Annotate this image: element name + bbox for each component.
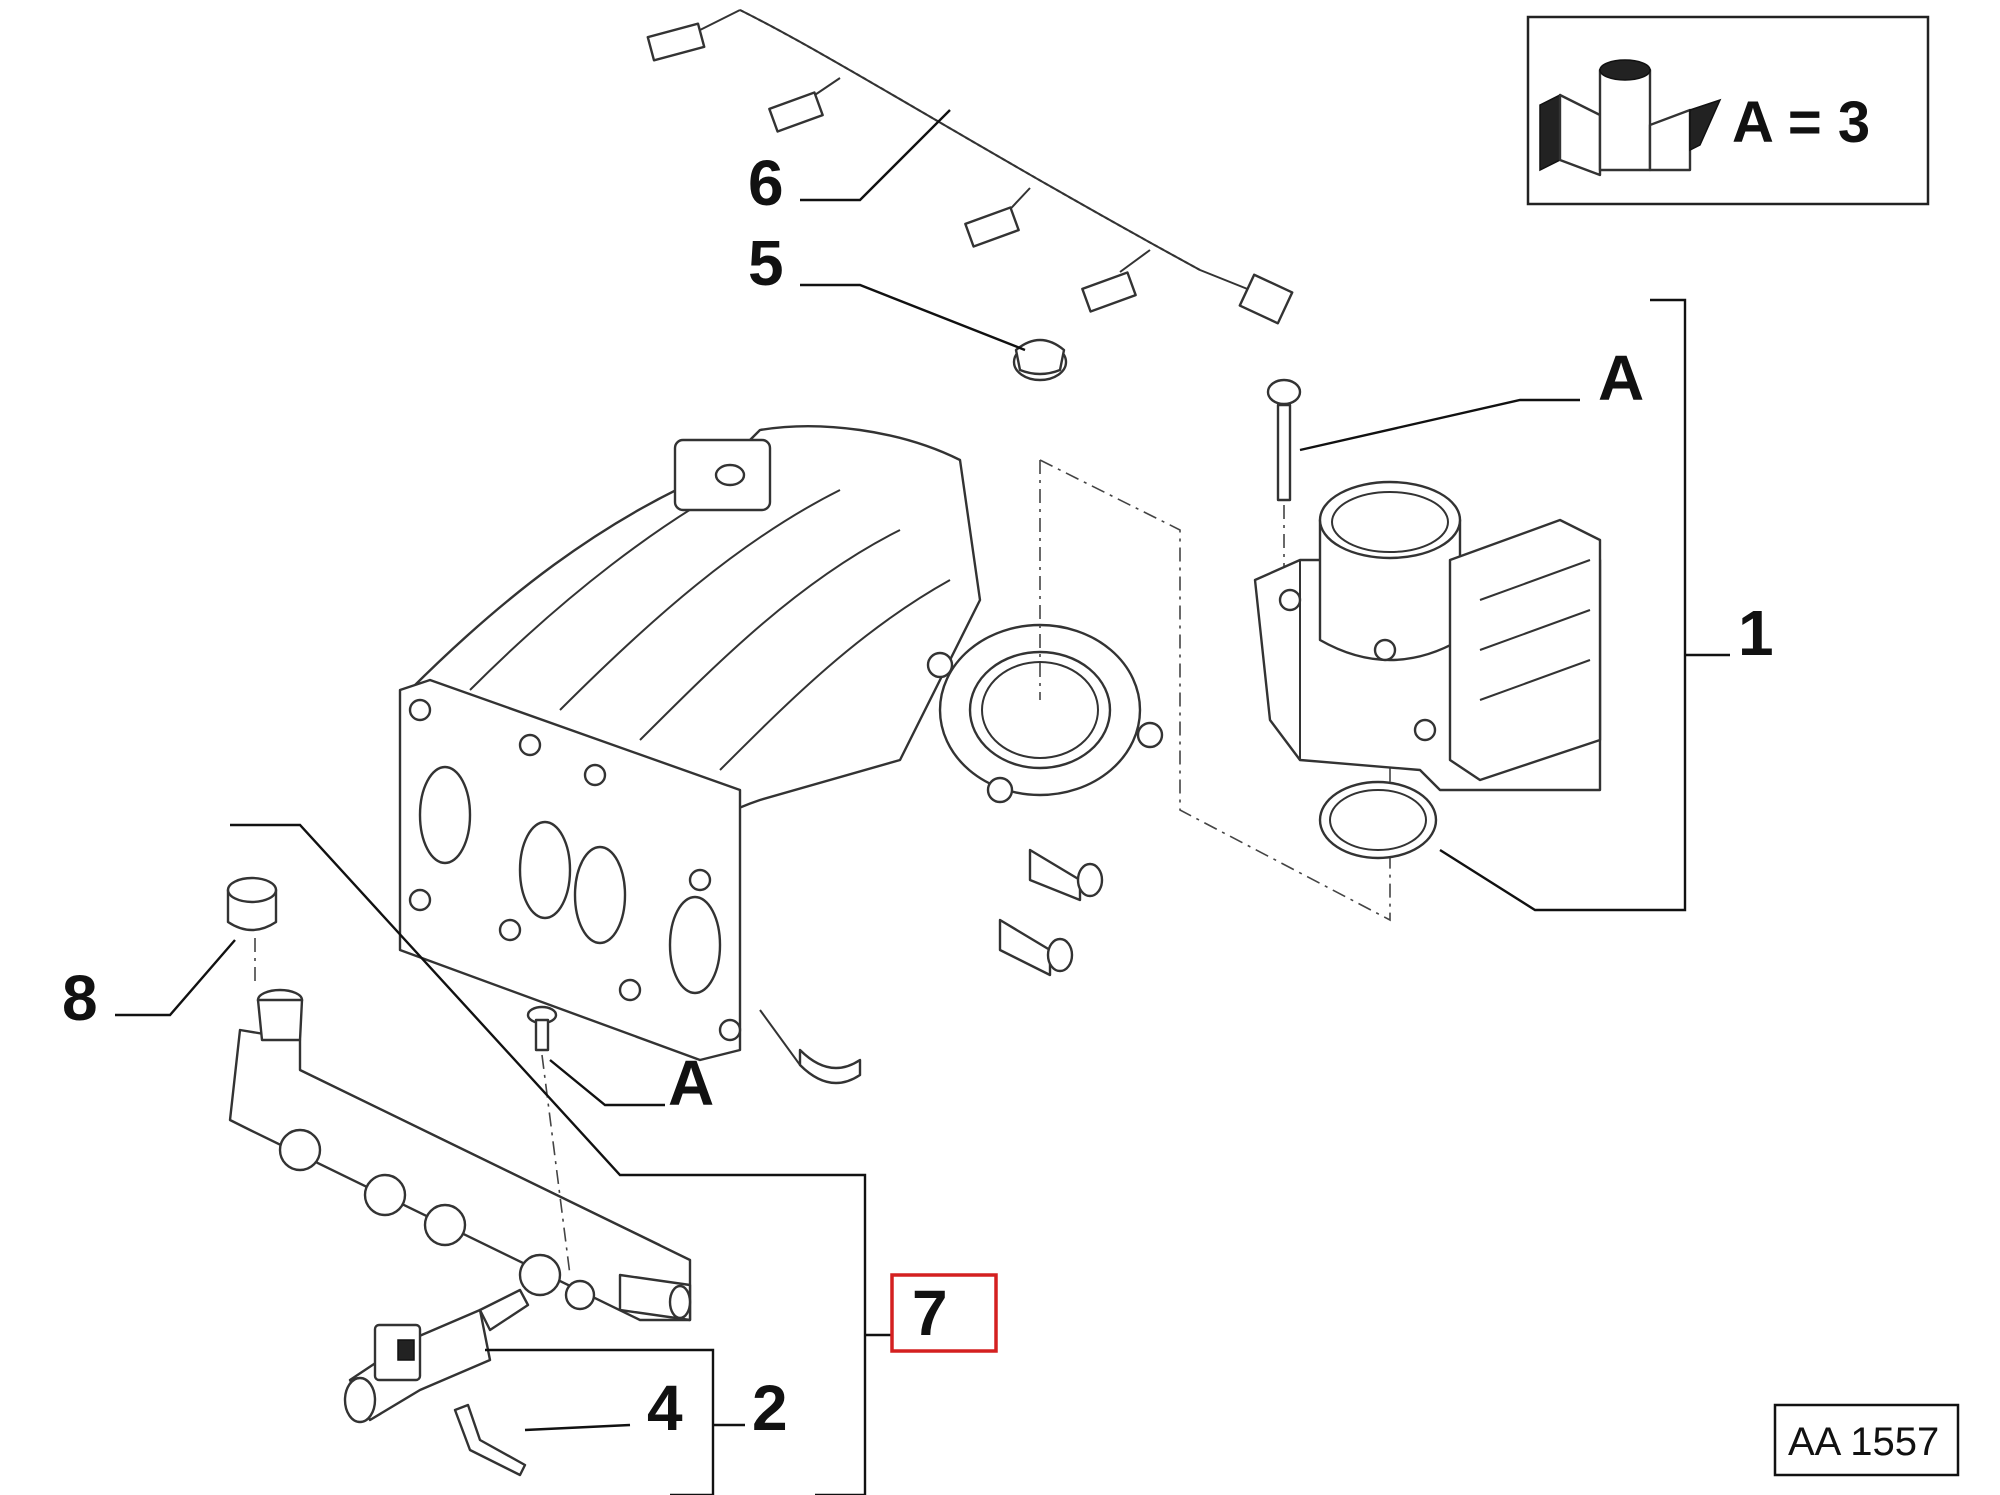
wiring-harness-part-6[interactable]: [646, 9, 1294, 325]
callout-a-throttle-screw[interactable]: A: [1598, 342, 1644, 414]
fuel-rail-part-7[interactable]: [228, 988, 692, 1322]
callout-4[interactable]: 4: [647, 1372, 683, 1444]
callout-6[interactable]: 6: [748, 147, 784, 219]
highlight-box: [890, 1273, 998, 1353]
callout-7[interactable]: 7: [912, 1277, 948, 1349]
clip-part-4[interactable]: [453, 1403, 527, 1477]
leader-lines: [115, 109, 1730, 1495]
callout-1[interactable]: 1: [1738, 597, 1774, 669]
intake-manifold[interactable]: [398, 425, 1164, 1085]
callout-8[interactable]: 8: [62, 962, 98, 1034]
throttle-body-part-1[interactable]: [1253, 378, 1602, 860]
plug-cap-part-5[interactable]: [1012, 338, 1068, 382]
quantity-legend-box: A = 3: [1526, 15, 1930, 206]
rail-screw[interactable]: [526, 1005, 558, 1052]
injector-part-2[interactable]: [343, 1288, 530, 1424]
reference-code-box: AA 1557: [1773, 1403, 1960, 1477]
callout-2[interactable]: 2: [752, 1372, 788, 1444]
legend-text: A = 3: [1732, 90, 1870, 155]
reference-code: AA 1557: [1788, 1420, 1939, 1464]
callout-a-rail-screw[interactable]: A: [668, 1047, 714, 1119]
callout-5[interactable]: 5: [748, 227, 784, 299]
cap-part-8[interactable]: [226, 876, 278, 932]
kit-icon: [1539, 59, 1722, 177]
